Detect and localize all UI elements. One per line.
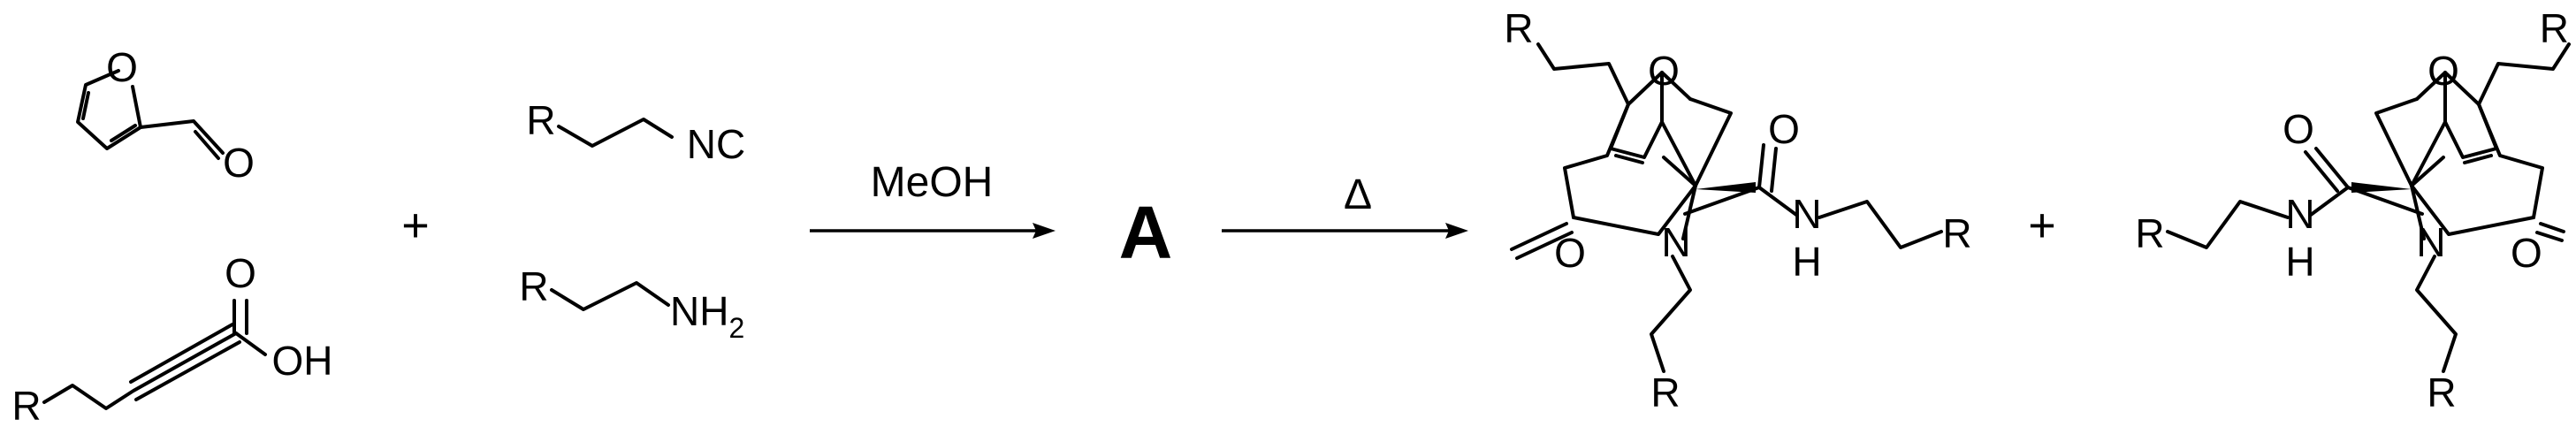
alkynoic-acid-structure: R O OH — [11, 250, 332, 429]
amine-R-label: R — [519, 263, 548, 309]
p1-bridge-oxygen-label: O — [1648, 48, 1680, 94]
intermediate-A-label: A — [1119, 191, 1173, 274]
product-1-structure: R O O O N N H R R — [1504, 5, 1971, 415]
p2-amide-R-label: R — [2135, 210, 2164, 256]
reaction-arrow-2 — [1222, 223, 1468, 239]
amine-structure: R NH2 — [519, 263, 744, 344]
isocyanide-R-label: R — [526, 97, 555, 143]
hydroxyl-label: OH — [272, 338, 333, 384]
carbonyl-oxygen-label: O — [225, 250, 256, 296]
p2-lactam-nitrogen-label: N — [2416, 219, 2445, 265]
step2-reagent-label: Δ — [1344, 171, 1372, 218]
plus-sign-1: + — [401, 199, 430, 252]
reaction-arrow-1 — [810, 223, 1056, 239]
p2-amide-oxygen-label: O — [2283, 106, 2314, 152]
step1-reagent-label: MeOH — [871, 159, 994, 206]
acid-R-label: R — [11, 383, 41, 429]
amine-NH-text: NH — [670, 288, 728, 334]
amine-subscript: 2 — [728, 312, 744, 344]
p2-R-bottom-label: R — [2427, 370, 2456, 415]
p2-R-top-label: R — [2540, 5, 2569, 51]
isocyanide-structure: R NC — [526, 97, 745, 167]
amine-NH-label: NH2 — [670, 288, 744, 344]
furfural-structure: O O — [76, 44, 255, 186]
p1-amide-oxygen-label: O — [1768, 106, 1800, 152]
p1-lactam-oxygen-label: O — [1554, 230, 1586, 276]
p1-amide-R-label: R — [1942, 210, 1971, 256]
aldehyde-oxygen-label: O — [223, 140, 255, 186]
p2-amide-hydrogen-label: H — [2285, 239, 2314, 285]
p1-R-bottom-label: R — [1650, 370, 1680, 415]
plus-sign-2: + — [2028, 199, 2056, 252]
product-2-structure: R O O O N N H R R — [2135, 5, 2571, 415]
p2-bridge-oxygen-label: O — [2427, 48, 2459, 94]
p1-R-top-label: R — [1504, 5, 1533, 51]
p2-amide-nitrogen-label: N — [2285, 191, 2314, 237]
p1-amide-hydrogen-label: H — [1792, 239, 1821, 285]
p1-amide-nitrogen-label: N — [1792, 191, 1821, 237]
p2-lactam-oxygen-label: O — [2511, 230, 2542, 276]
isocyanide-NC-label: NC — [687, 121, 745, 167]
furan-oxygen-label: O — [106, 44, 138, 90]
p1-lactam-nitrogen-label: N — [1661, 219, 1690, 265]
